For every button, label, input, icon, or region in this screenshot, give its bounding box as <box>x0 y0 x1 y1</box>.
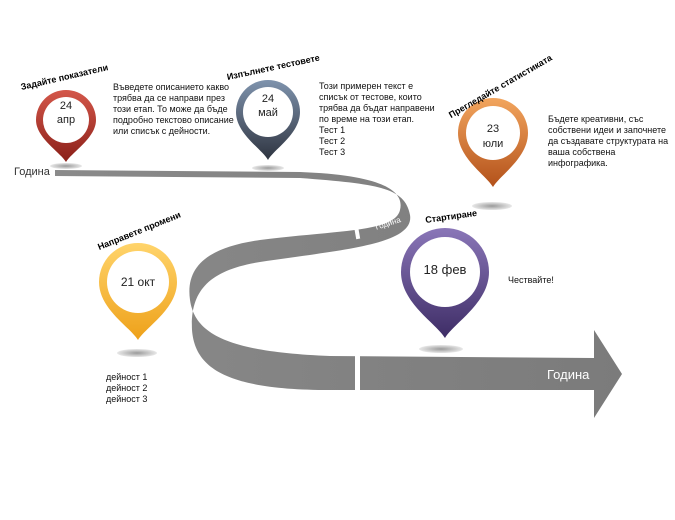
pin-date: 18 фев <box>423 262 467 277</box>
pin-date-day: 23 <box>486 123 500 135</box>
map-pin-icon <box>401 228 489 338</box>
pin-date-day: 24 <box>261 93 275 105</box>
pin-shadow <box>50 163 82 169</box>
pin-shadow <box>472 202 512 210</box>
map-pin-icon <box>99 243 177 340</box>
pin-date-month: апр <box>56 114 76 126</box>
pin-date: 21 окт <box>120 275 156 289</box>
milestone-description: Въведете описанието какво трябва да се н… <box>113 82 234 136</box>
pin-date-day: 24 <box>59 100 73 112</box>
milestone-pin-izpalnete: 24 май <box>232 78 304 164</box>
road-gap <box>355 352 360 396</box>
road-label-end: Година <box>547 367 590 382</box>
road-label-start: Година <box>14 166 50 178</box>
map-pin-icon <box>236 80 300 160</box>
pin-date-month: юли <box>482 138 504 150</box>
milestone-pin-startirane: 18 фев <box>397 226 493 342</box>
milestone-pin-pregledaite: 23 юли <box>454 95 532 191</box>
road-gap <box>353 224 361 240</box>
milestone-pin-napravete: 21 окт <box>95 240 181 344</box>
milestone-description: Този примерен текст е списък от тестове,… <box>319 81 435 157</box>
pin-shadow <box>419 345 463 353</box>
milestone-description: Бъдете креативни, със собствени идеи и з… <box>548 114 669 168</box>
milestone-description: Чествайте! <box>508 275 554 285</box>
map-pin-icon <box>458 98 528 187</box>
road-path <box>55 170 622 418</box>
pin-date-month: май <box>258 107 278 119</box>
milestone-description: дейност 1 дейност 2 дейност 3 <box>106 372 148 404</box>
pin-shadow <box>117 349 157 357</box>
pin-shadow <box>252 165 284 171</box>
map-pin-icon <box>36 90 96 162</box>
milestone-pin-zadaite: 24 апр <box>30 86 102 166</box>
